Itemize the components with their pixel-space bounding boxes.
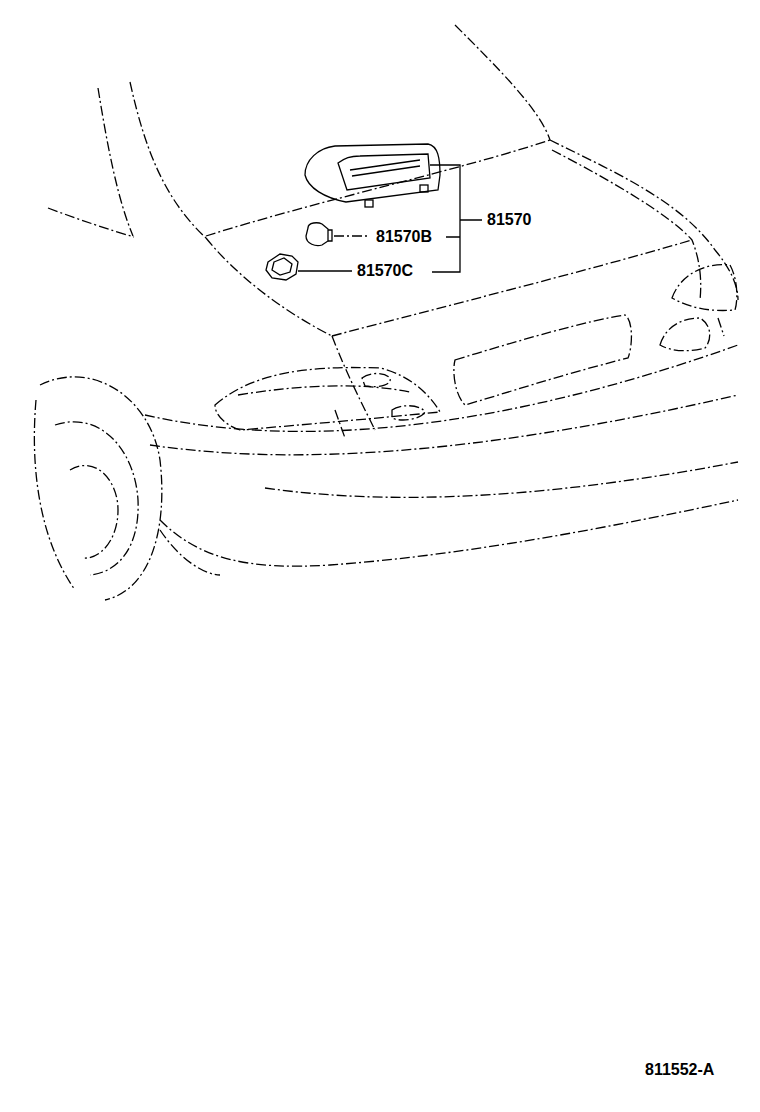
part-number: 81570B (375, 227, 433, 247)
trunk-lid (332, 336, 375, 430)
clip (365, 200, 373, 207)
socket (272, 258, 292, 275)
leader-line (334, 235, 370, 236)
bumper-line (265, 462, 738, 497)
pillar-line (130, 82, 206, 238)
tail-light (660, 318, 710, 351)
part-number: 81570C (356, 261, 414, 281)
tail-light (362, 374, 390, 387)
bulb (328, 230, 332, 241)
leader-line (298, 270, 352, 271)
bumper-line (160, 500, 738, 566)
plate-recess (454, 315, 632, 405)
trunk-lid (332, 240, 692, 336)
trunk-edge (550, 140, 738, 300)
bulb (306, 223, 328, 246)
tail-light (215, 367, 440, 430)
bumper-line (145, 345, 738, 431)
socket (266, 254, 298, 280)
trunk-lid (206, 238, 332, 336)
pillar-line (98, 88, 133, 236)
wheel (34, 400, 75, 590)
tail-light (672, 265, 737, 311)
wheel (55, 422, 138, 575)
trunk-edge (206, 140, 550, 236)
tail-light (392, 406, 425, 420)
body-line (160, 530, 220, 575)
clip (420, 185, 428, 192)
trunk-lid (552, 150, 701, 300)
drawing-number: 811552-A (644, 1060, 715, 1080)
roof-line (455, 25, 550, 140)
wheel (70, 466, 118, 559)
stop-lamp (350, 160, 420, 176)
tail-light (238, 386, 410, 395)
stop-lamp (338, 154, 430, 190)
assembly-part-number: 81570 (486, 210, 533, 230)
stop-lamp (305, 144, 440, 202)
body-line (48, 208, 134, 237)
tail-light (335, 410, 345, 438)
wheel-arch (40, 377, 162, 600)
tail-light (718, 318, 724, 336)
bumper-line (150, 395, 738, 455)
bracket (430, 165, 482, 272)
